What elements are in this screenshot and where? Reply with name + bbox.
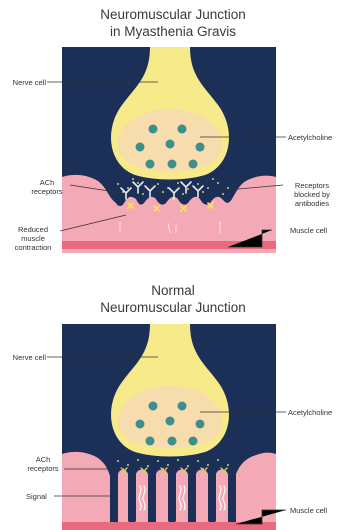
bottom-title: Normal Neuromuscular Junction [0, 282, 346, 316]
top-reduced-text-3: contraction [6, 243, 60, 252]
top-label-reduced-contraction: Reduced muscle contraction [6, 225, 60, 252]
top-label-ach-receptors: ACh receptors [24, 178, 70, 196]
top-label-muscle-cell: Muscle cell [290, 226, 327, 235]
bottom-label-ach-receptors: ACh receptors [20, 455, 66, 473]
top-label-receptors-blocked: Receptors blocked by antibodies [284, 181, 340, 208]
top-blocked-text-3: antibodies [284, 199, 340, 208]
top-title-line2: in Myasthenia Gravis [0, 23, 346, 40]
bottom-label-nerve-cell: Nerve cell [8, 353, 46, 362]
top-title: Neuromuscular Junction in Myasthenia Gra… [0, 6, 346, 40]
bottom-label-acetylcholine: Acetylcholine [288, 408, 332, 417]
bottom-label-muscle-cell: Muscle cell [290, 506, 327, 515]
top-label-acetylcholine: Acetylcholine [288, 133, 332, 142]
bottom-ach-text-1: ACh [20, 455, 66, 464]
top-title-line1: Neuromuscular Junction [0, 6, 346, 23]
top-blocked-text-2: blocked by [284, 190, 340, 199]
top-reduced-text-2: muscle [6, 234, 60, 243]
bottom-acetylcholine-text: Acetylcholine [288, 408, 332, 417]
top-blocked-text-1: Receptors [284, 181, 340, 190]
bottom-title-line1: Normal [0, 282, 346, 299]
top-nerve-cell-text: Nerve cell [13, 78, 46, 87]
top-reduced-text-1: Reduced [6, 225, 60, 234]
top-ach-text-1: ACh [24, 178, 70, 187]
bottom-muscle-cell-text: Muscle cell [290, 506, 327, 515]
bottom-ach-text-2: receptors [20, 464, 66, 473]
top-muscle-cell-text: Muscle cell [290, 226, 327, 235]
top-acetylcholine-text: Acetylcholine [288, 133, 332, 142]
bottom-signal-text: Signal [26, 492, 47, 501]
normal-diagram [0, 324, 346, 530]
bottom-nerve-cell-text: Nerve cell [13, 353, 46, 362]
top-ach-text-2: receptors [24, 187, 70, 196]
bottom-title-line2: Neuromuscular Junction [0, 299, 346, 316]
top-label-nerve-cell: Nerve cell [8, 78, 46, 87]
bottom-label-signal: Signal [26, 492, 47, 501]
